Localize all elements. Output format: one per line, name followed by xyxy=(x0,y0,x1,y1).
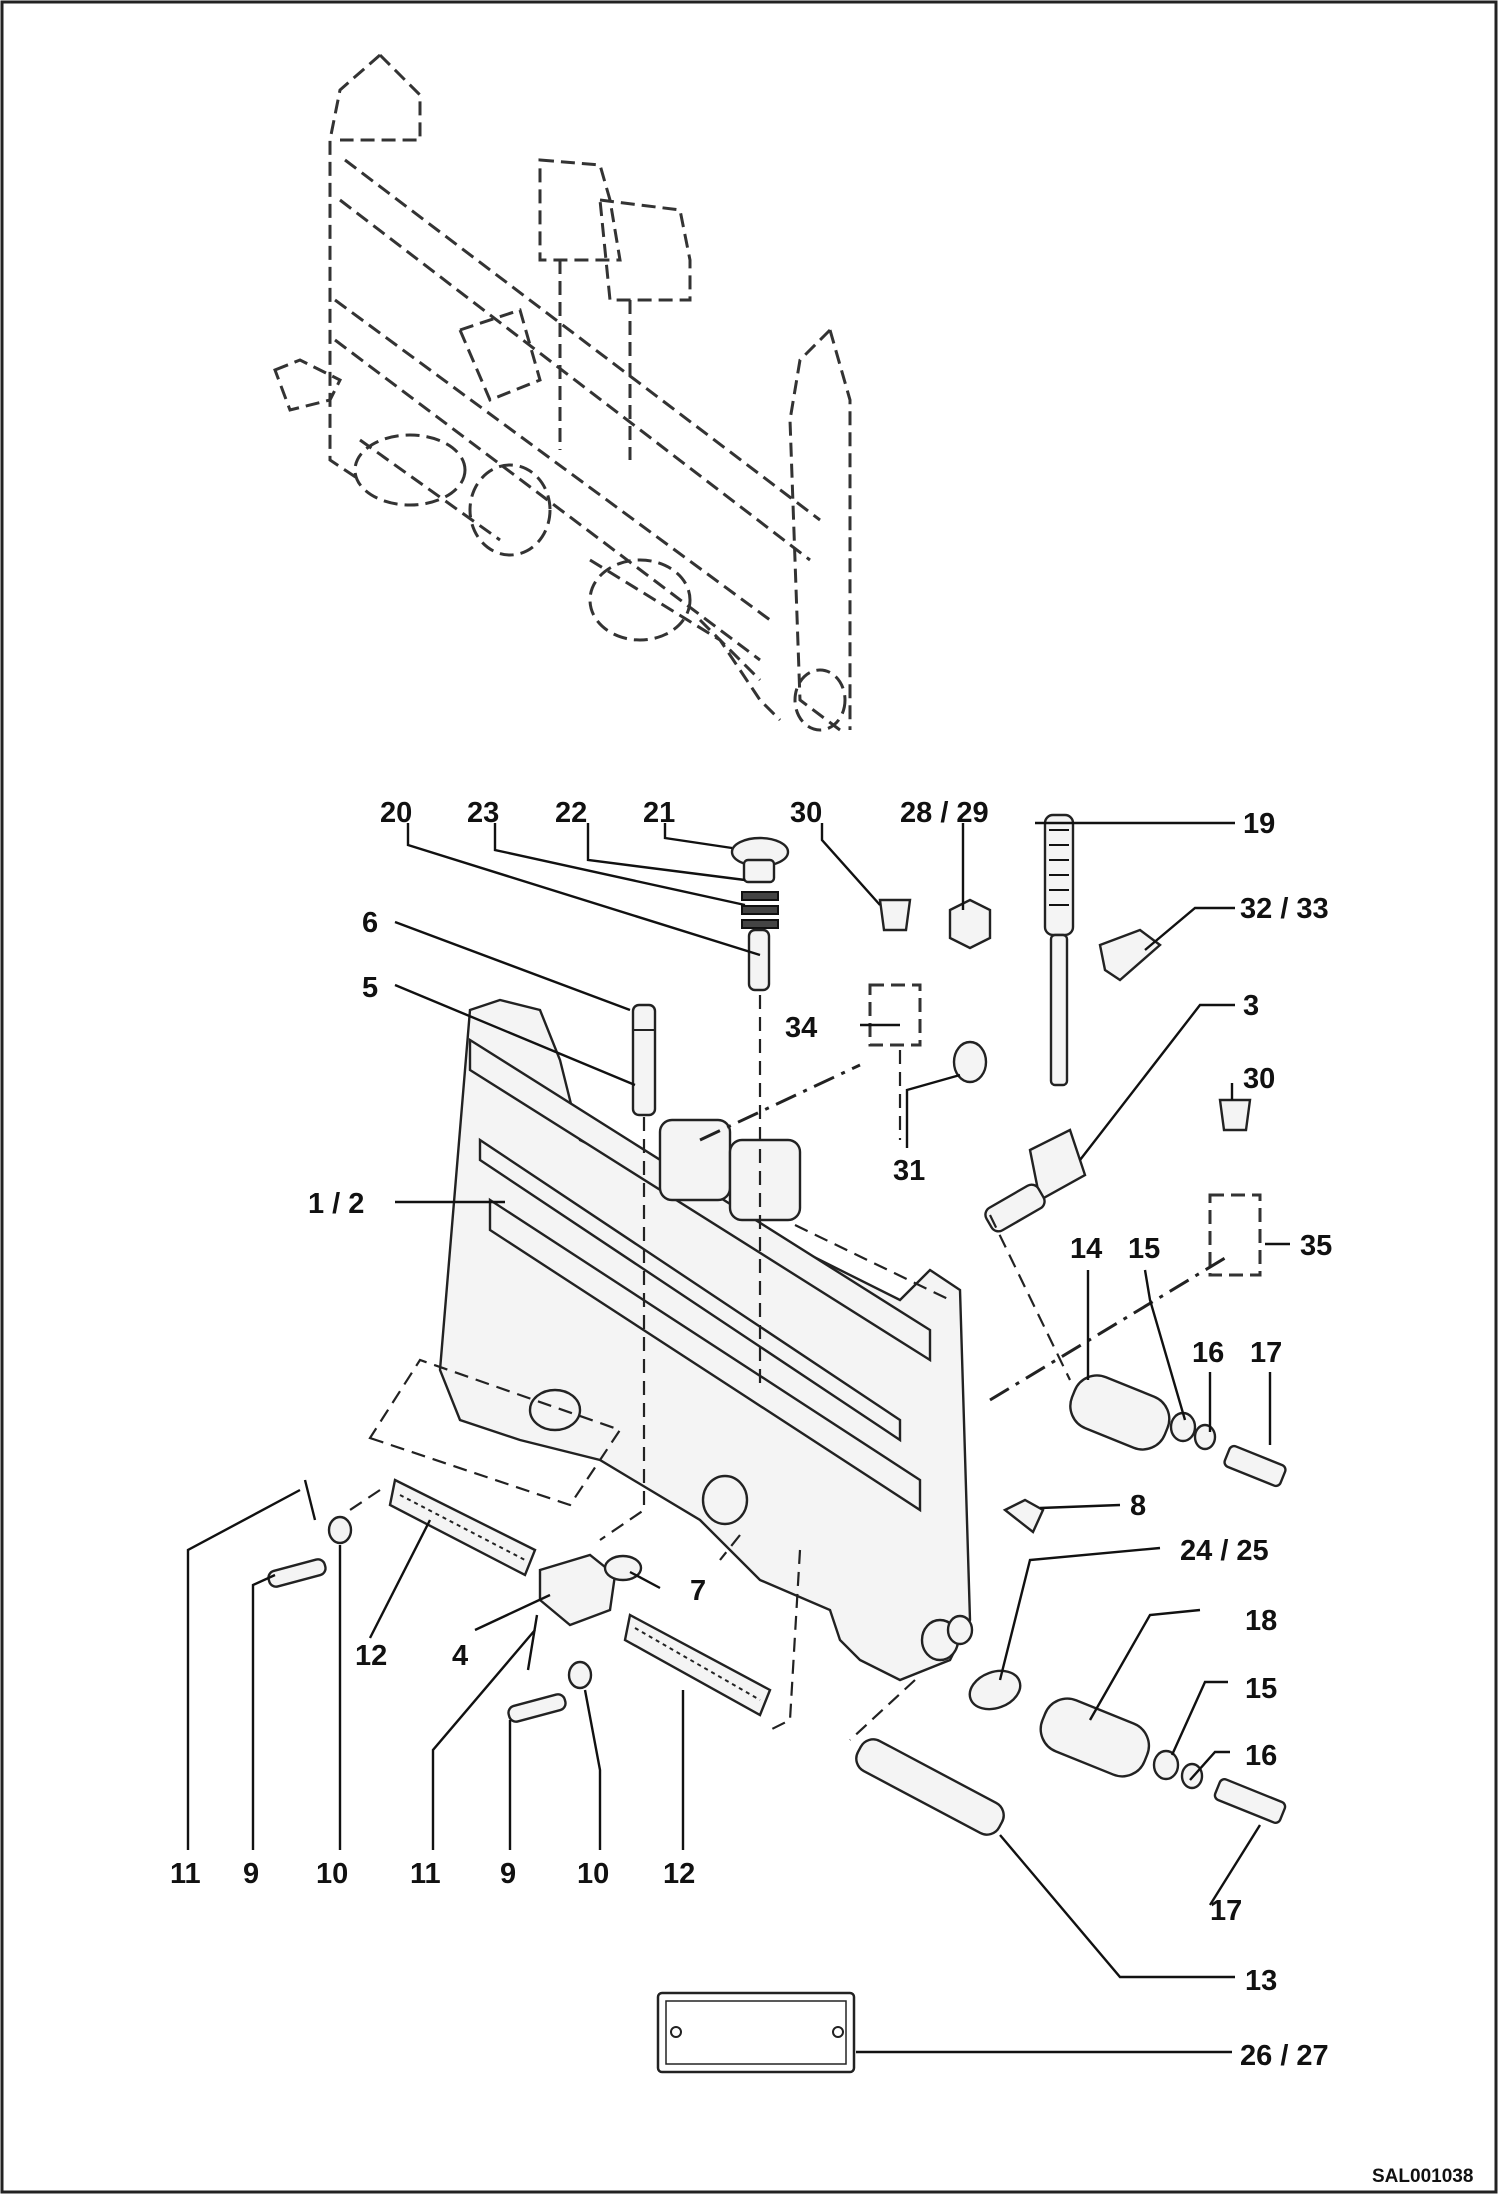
plate-12-right xyxy=(623,1613,772,1717)
drawing-code: SAL001038 xyxy=(1372,2166,1473,2187)
washer-10-right xyxy=(567,1660,593,1690)
callout-19: 19 xyxy=(1243,808,1275,840)
washer-10-left xyxy=(327,1515,353,1545)
callout-7: 7 xyxy=(690,1575,706,1607)
callout-30-top: 30 xyxy=(790,797,822,829)
callout-12-b: 12 xyxy=(663,1858,695,1890)
leader-lines xyxy=(186,821,1290,2054)
callout-17-a: 17 xyxy=(1250,1337,1282,1369)
callout-24-25: 24 / 25 xyxy=(1180,1535,1269,1567)
callout-28-29: 28 / 29 xyxy=(900,797,989,829)
rod-19 xyxy=(1043,813,1075,1087)
nameplate-26-27 xyxy=(656,1991,856,2074)
callout-34: 34 xyxy=(785,1012,817,1044)
callout-5: 5 xyxy=(362,972,378,1004)
callout-3: 3 xyxy=(1243,990,1259,1022)
callout-4: 4 xyxy=(452,1640,468,1672)
plate-12-left xyxy=(388,1478,537,1577)
shaft-13 xyxy=(855,1738,1005,1836)
knob-pin xyxy=(730,836,790,992)
bracket-35 xyxy=(1208,1193,1262,1277)
callout-35: 35 xyxy=(1300,1230,1332,1262)
clip-11-left xyxy=(303,1479,317,1521)
washer-24-25 xyxy=(968,1669,1022,1711)
callout-22: 22 xyxy=(555,797,587,829)
callout-1-2: 1 / 2 xyxy=(308,1188,364,1220)
fitting-31 xyxy=(952,1040,988,1084)
pin-9-right xyxy=(507,1693,567,1723)
callout-12-a: 12 xyxy=(355,1640,387,1672)
callout-18: 18 xyxy=(1245,1605,1277,1637)
callout-15-b: 15 xyxy=(1245,1673,1277,1705)
clip-11-right xyxy=(526,1614,539,1671)
callout-30-right: 30 xyxy=(1243,1063,1275,1095)
pin-9-left xyxy=(267,1558,327,1588)
callout-16-a: 16 xyxy=(1192,1337,1224,1369)
callout-8: 8 xyxy=(1130,1490,1146,1522)
callout-16-b: 16 xyxy=(1245,1740,1277,1772)
callout-13: 13 xyxy=(1245,1965,1277,1997)
callout-11-left: 11 xyxy=(170,1858,201,1890)
bushing-18-group xyxy=(1039,1697,1287,1825)
link-4 xyxy=(538,1553,617,1627)
fitting-30-right xyxy=(1218,1098,1252,1132)
callout-9-right: 9 xyxy=(500,1858,516,1890)
carriage-frame xyxy=(438,998,974,1682)
callout-15-a: 15 xyxy=(1128,1233,1160,1265)
pin-3 xyxy=(984,1128,1087,1233)
pin-5-6 xyxy=(631,1003,657,1117)
bracket-34 xyxy=(868,983,922,1047)
callout-17-b: 17 xyxy=(1210,1895,1242,1927)
callout-32-33: 32 / 33 xyxy=(1240,893,1329,925)
fitting-28-29 xyxy=(948,898,992,950)
callout-23: 23 xyxy=(467,797,499,829)
clip-32-33 xyxy=(1098,928,1162,982)
fitting-30-top xyxy=(878,898,912,932)
assembly-guides xyxy=(349,995,1231,1741)
callout-26-27: 26 / 27 xyxy=(1240,2040,1329,2072)
callout-31: 31 xyxy=(893,1155,925,1187)
callout-10-left: 10 xyxy=(316,1858,348,1890)
callout-9-left: 9 xyxy=(243,1858,259,1890)
callout-6: 6 xyxy=(362,907,378,939)
callout-21: 21 xyxy=(643,797,675,829)
callout-20: 20 xyxy=(380,797,412,829)
nipple-8 xyxy=(1002,1498,1045,1534)
callout-10-right: 10 xyxy=(577,1858,609,1890)
bushing-14-group xyxy=(1069,1374,1287,1488)
ghost-assembly xyxy=(273,53,852,732)
washer-7 xyxy=(603,1554,643,1582)
callout-14: 14 xyxy=(1070,1233,1102,1265)
callout-11-right: 11 xyxy=(410,1858,441,1890)
